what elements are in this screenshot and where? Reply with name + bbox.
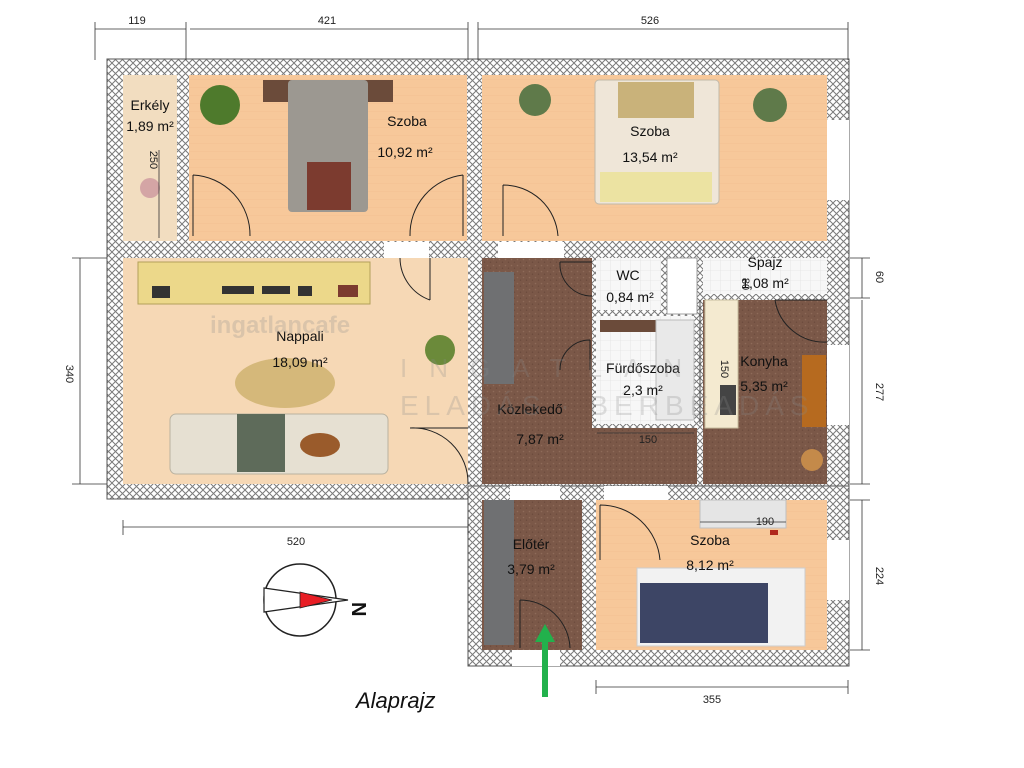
sofa-pillow <box>300 433 340 457</box>
door-gap <box>604 486 668 500</box>
radiator <box>770 530 778 535</box>
watermark-line2: ELADÁS · BÉRBEADÁS <box>400 390 815 421</box>
room-area-kozlekedo: 7,87 m² <box>516 431 564 447</box>
room-name-furdo: Fürdőszoba <box>606 360 680 376</box>
room-area-erkely: 1,89 m² <box>126 118 174 134</box>
room-name-nappali: Nappali <box>276 328 323 344</box>
window-gap <box>666 257 698 315</box>
watermark-brand: ingatlancafe <box>210 312 350 339</box>
plant-icon <box>200 84 787 365</box>
window-gap <box>827 120 849 200</box>
floor-wc <box>596 258 661 310</box>
room-name-szoba3: Szoba <box>690 532 730 548</box>
dim-left-side: 340 <box>63 365 75 383</box>
room-name-erkely: Erkély <box>131 97 170 113</box>
watermark: ingatlancafe INGATLAN ELADÁS · BÉRBEADÁS <box>210 312 815 421</box>
dim-bottom-right: 355 <box>703 694 721 706</box>
room-area-wc: 0,84 m² <box>606 289 654 305</box>
floor-erkely <box>123 75 177 241</box>
window-gap <box>827 345 849 425</box>
tv-stand <box>137 261 371 305</box>
chair-icon <box>140 178 160 198</box>
dim-inner-150-v: 150 <box>718 360 730 378</box>
desk <box>699 499 787 529</box>
room-name-spajz: Spajz <box>747 254 782 270</box>
dim-bottom-left: 520 <box>287 536 305 548</box>
room-area-szoba3: 8,12 m² <box>686 557 734 573</box>
room-area-furdo: 2,3 m² <box>623 382 663 398</box>
room-area-konyha: 5,35 m² <box>740 378 788 394</box>
room-name-szoba1: Szoba <box>387 113 427 129</box>
bed-blanket <box>600 172 712 202</box>
dim-top-mid: 421 <box>318 15 336 27</box>
room-area-spajz: 1,08 m² <box>741 275 789 291</box>
dim-right-60: 60 <box>873 271 885 283</box>
door-swings <box>192 174 828 649</box>
room-labels: Erkély 1,89 m² Szoba 10,92 m² Szoba 13,5… <box>126 97 789 577</box>
stove <box>720 385 736 415</box>
dim-top-right: 526 <box>641 15 659 27</box>
coffee-table <box>235 358 335 408</box>
sofa-throw <box>237 414 285 472</box>
room-name-szoba2: Szoba <box>630 123 670 139</box>
compass-label: N <box>347 602 369 616</box>
dim-inner-250: 250 <box>147 151 159 169</box>
bed-blanket <box>307 162 351 210</box>
stool <box>801 449 823 471</box>
dim-inner-190: 190 <box>756 516 774 528</box>
wardrobe <box>484 500 514 645</box>
shelf-items <box>152 285 358 298</box>
floor-kozlekedo-lower <box>592 428 697 484</box>
room-area-eloter: 3,79 m² <box>507 561 555 577</box>
shower <box>655 319 695 421</box>
door-gap <box>512 650 560 666</box>
dim-right-277: 277 <box>873 383 885 401</box>
room-name-konyha: Konyha <box>740 353 788 369</box>
window-gap <box>827 540 849 600</box>
bathtub <box>600 320 660 332</box>
plan-caption: Alaprajz <box>356 688 436 713</box>
room-name-kozlekedo: Közlekedő <box>497 401 563 417</box>
dim-inner-80: 80 <box>739 278 751 290</box>
entrance-arrow-icon <box>535 624 555 697</box>
dimension-lines <box>72 22 870 694</box>
room-name-eloter: Előtér <box>513 536 550 552</box>
room-name-wc: WC <box>616 267 639 283</box>
dining-bench <box>802 355 826 427</box>
watermark-line1: INGATLAN <box>400 353 704 383</box>
room-area-nappali: 18,09 m² <box>272 354 328 370</box>
compass-icon: N <box>263 563 369 637</box>
room-area-szoba1: 10,92 m² <box>377 144 433 160</box>
bed-pillow <box>618 82 694 118</box>
dimension-labels: 119 421 526 340 520 60 277 224 355 250 1… <box>63 15 885 706</box>
door-gap <box>384 242 429 258</box>
floor-spajz <box>703 258 827 294</box>
dim-inner-150-h: 150 <box>639 434 657 446</box>
dim-right-224: 224 <box>873 567 885 585</box>
dim-top-left: 119 <box>128 15 146 27</box>
door-gap <box>498 242 564 258</box>
room-area-szoba2: 13,54 m² <box>622 149 678 165</box>
wardrobe <box>484 272 514 384</box>
door-gap <box>510 486 560 500</box>
bed-blanket <box>640 583 768 643</box>
